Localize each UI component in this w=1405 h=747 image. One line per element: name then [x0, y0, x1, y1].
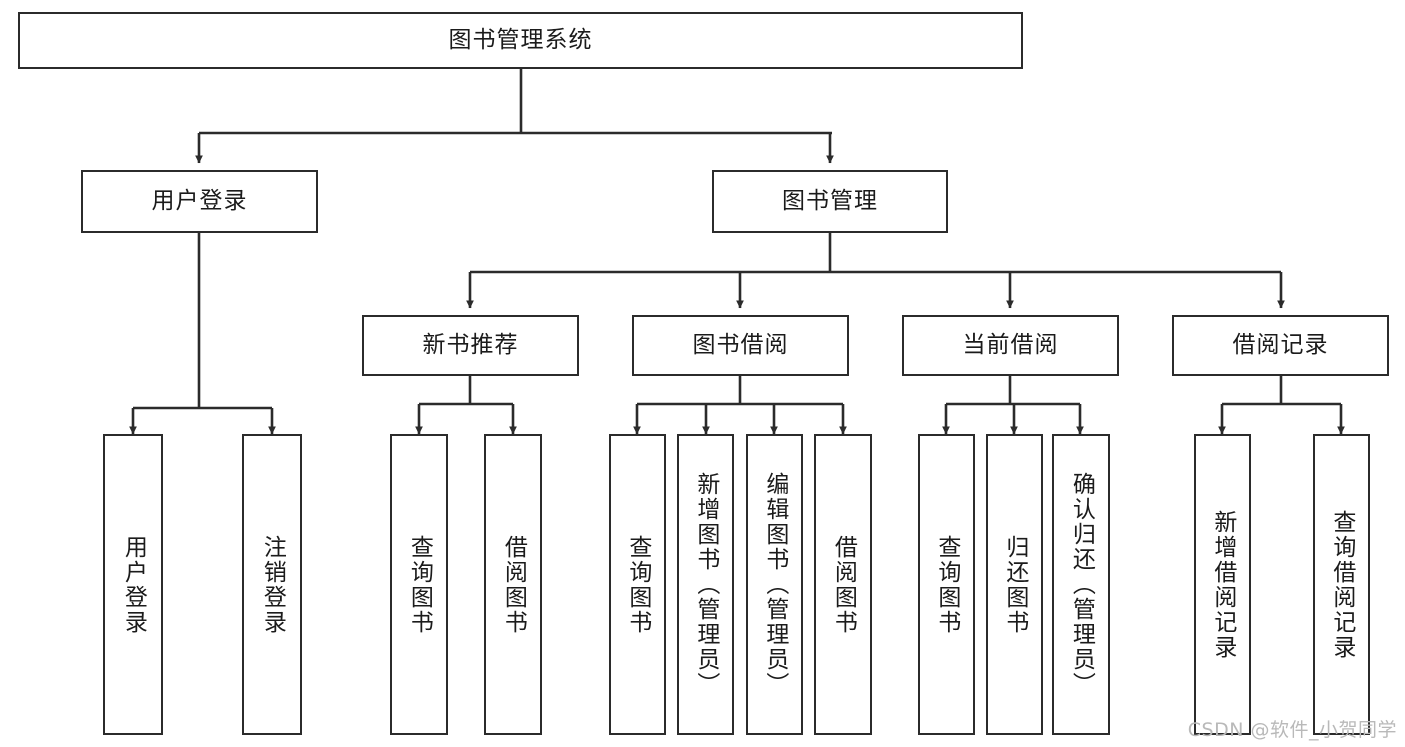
- node-label: 用户登录: [120, 534, 147, 635]
- node-leaf-borrow-book-new[interactable]: 借阅图书: [484, 434, 542, 735]
- node-label: 借阅图书: [500, 534, 527, 635]
- node-label: 图书管理: [782, 187, 878, 214]
- node-label: 借阅记录: [1232, 331, 1329, 358]
- node-label: 查询图书: [624, 534, 651, 635]
- node-book-borrow[interactable]: 图书借阅: [632, 315, 849, 376]
- node-label: 查询图书: [933, 534, 960, 635]
- node-leaf-logout[interactable]: 注销登录: [242, 434, 302, 735]
- node-leaf-edit-book-admin[interactable]: 编辑图书（管理员）: [746, 434, 803, 735]
- node-leaf-return-book[interactable]: 归还图书: [986, 434, 1043, 735]
- node-label: 查询图书: [406, 534, 433, 635]
- node-label: 借阅图书: [830, 534, 857, 635]
- node-leaf-add-book-admin[interactable]: 新增图书（管理员）: [677, 434, 734, 735]
- node-leaf-borrow-book[interactable]: 借阅图书: [814, 434, 872, 735]
- node-label: 图书管理系统: [448, 26, 593, 53]
- node-label: 归还图书: [1001, 534, 1028, 635]
- node-new-book-recommend[interactable]: 新书推荐: [362, 315, 579, 376]
- node-label: 新增借阅记录: [1209, 509, 1236, 660]
- node-book-management[interactable]: 图书管理: [712, 170, 948, 233]
- node-label: 新书推荐: [422, 331, 519, 358]
- node-leaf-query-borrow-record[interactable]: 查询借阅记录: [1313, 434, 1370, 735]
- node-label: 图书借阅: [692, 331, 789, 358]
- node-leaf-confirm-return-admin[interactable]: 确认归还（管理员）: [1052, 434, 1110, 735]
- node-root-system[interactable]: 图书管理系统: [18, 12, 1023, 69]
- node-leaf-query-book-new[interactable]: 查询图书: [390, 434, 448, 735]
- node-label: 编辑图书（管理员）: [761, 472, 788, 697]
- node-leaf-query-book-current[interactable]: 查询图书: [918, 434, 975, 735]
- node-label: 确认归还（管理员）: [1068, 472, 1095, 697]
- node-label: 查询借阅记录: [1328, 509, 1355, 660]
- node-leaf-user-login[interactable]: 用户登录: [103, 434, 163, 735]
- node-label: 用户登录: [151, 187, 248, 214]
- node-borrow-record[interactable]: 借阅记录: [1172, 315, 1389, 376]
- node-label: 当前借阅: [962, 331, 1059, 358]
- node-leaf-query-book-borrow[interactable]: 查询图书: [609, 434, 666, 735]
- node-label: 新增图书（管理员）: [692, 472, 719, 697]
- node-user-login[interactable]: 用户登录: [81, 170, 318, 233]
- node-current-borrow[interactable]: 当前借阅: [902, 315, 1119, 376]
- node-leaf-add-borrow-record[interactable]: 新增借阅记录: [1194, 434, 1251, 735]
- node-label: 注销登录: [259, 534, 286, 635]
